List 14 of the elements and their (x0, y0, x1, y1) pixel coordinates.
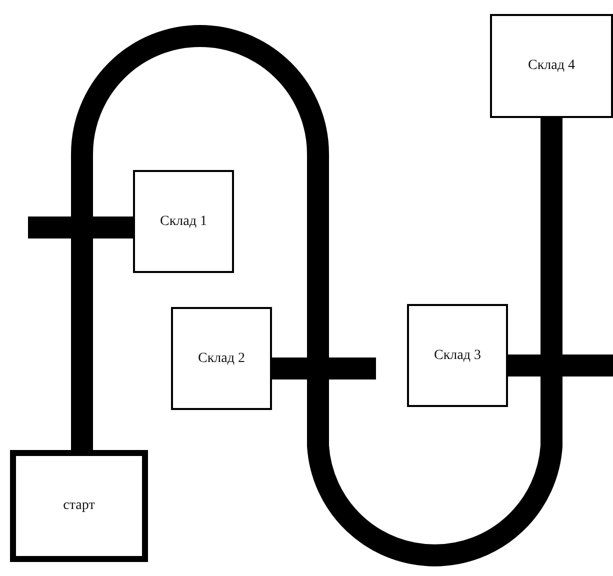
box-label: Склад 4 (528, 58, 575, 74)
road-spur (508, 354, 613, 376)
warehouse-box (10, 450, 148, 562)
road (71, 25, 562, 566)
box-label: Склад 3 (434, 348, 481, 364)
warehouse-box (171, 307, 272, 410)
box-label: Склад 2 (198, 350, 245, 366)
box-label: старт (63, 498, 95, 514)
warehouse-box (490, 14, 613, 118)
road-spur (28, 216, 133, 238)
box-label: Склад 1 (160, 214, 207, 230)
warehouse-box (407, 304, 508, 407)
road-spur (272, 358, 376, 380)
warehouse-box (133, 170, 234, 273)
